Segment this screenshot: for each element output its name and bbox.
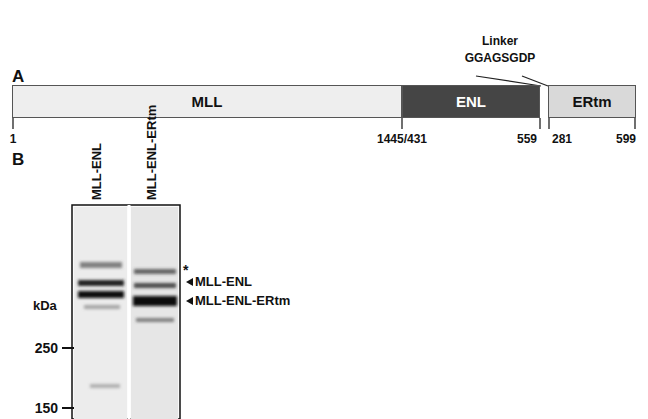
residue-number: 599 (616, 133, 636, 147)
lane-label: MLL-ENL (90, 143, 105, 200)
band-label: MLL-ENL (195, 275, 252, 290)
residue-number: 1445/431 (377, 133, 427, 147)
segment-label: ENL (456, 93, 486, 110)
lane-label: MLL-ENL-ERtm (145, 105, 160, 200)
western-blot (62, 205, 193, 419)
enl-segment: ENL (402, 85, 540, 118)
linker-sequence: GGAGSGDP (465, 52, 536, 66)
position-ticks (13, 118, 635, 129)
axis-unit: kDa (33, 299, 57, 314)
panel-letter: B (12, 150, 24, 170)
marker-size: 250 (35, 340, 58, 356)
residue-number: 1 (10, 133, 17, 147)
band-label: MLL-ENL-ERtm (195, 294, 290, 309)
residue-number: 281 (552, 133, 572, 147)
segment-label: MLL (192, 93, 223, 110)
residue-number: 559 (517, 133, 537, 147)
panel-letter: A (12, 67, 24, 87)
band-marker: * (183, 262, 188, 278)
marker-size: 150 (35, 400, 58, 416)
mll-segment: MLL (12, 85, 402, 118)
ertm-segment: ERtm (548, 85, 636, 118)
linker-label: Linker (482, 35, 518, 49)
segment-label: ERtm (572, 93, 611, 110)
